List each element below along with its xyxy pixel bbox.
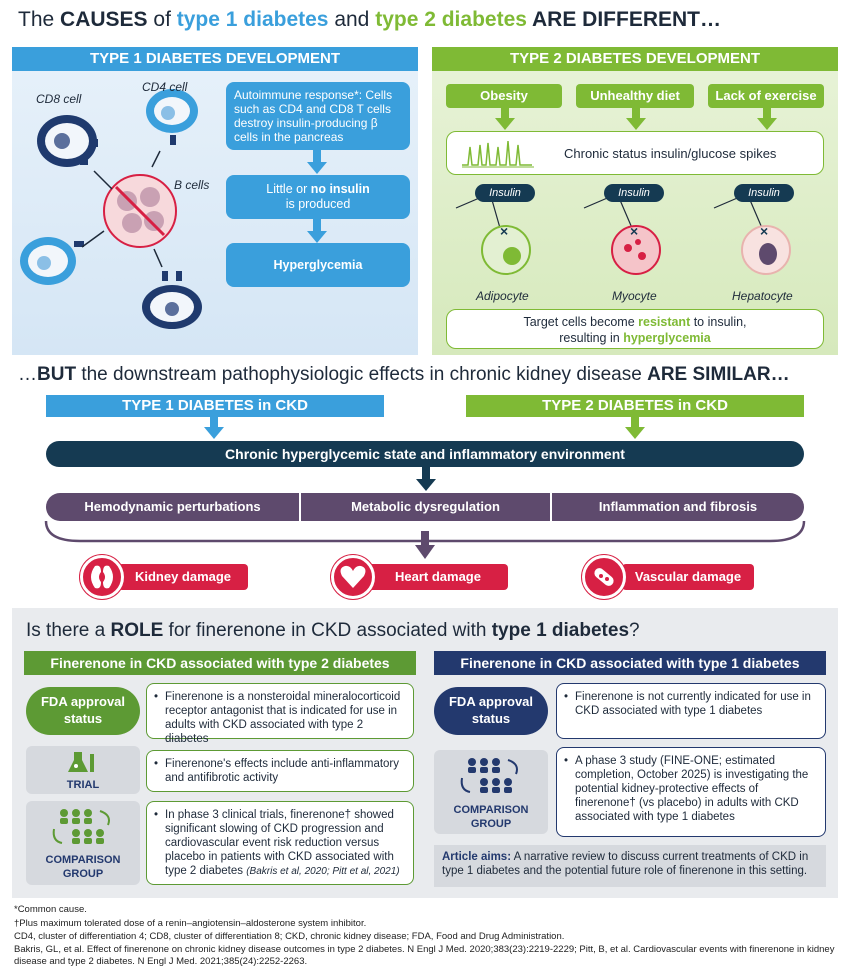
insulin-badge: Insulin: [475, 184, 535, 202]
kidney-icon: [80, 555, 124, 599]
type2-header: TYPE 2 DIABETES DEVELOPMENT: [432, 47, 838, 71]
arrow-down-icon: [625, 417, 645, 439]
adipocyte-label: Adipocyte: [476, 289, 529, 303]
bcells-label: B cells: [174, 178, 210, 192]
kidney-damage-label: Kidney damage: [118, 564, 248, 590]
blood-vessel-icon: [582, 555, 626, 599]
page-title: The CAUSES of type 1 diabetes and type 2…: [18, 8, 721, 31]
type1-cells-illustration: [20, 89, 202, 329]
cause-arrows: [495, 108, 777, 130]
t-cell-icon: [20, 237, 84, 285]
comparison-label: COMPARISON GROUP: [453, 804, 529, 830]
fda-status-pill: FDA approval status: [434, 687, 548, 735]
cd8-label: CD8 cell: [36, 92, 82, 106]
similar-heading: …BUT the downstream pathophysiologic eff…: [18, 364, 790, 385]
cause-diet: Unhealthy diet: [576, 84, 694, 108]
cd8-cell-icon: [37, 115, 98, 167]
type1-header: TYPE 1 DIABETES DEVELOPMENT: [12, 47, 418, 71]
t-cell-icon: [142, 271, 202, 329]
insulin-badge: Insulin: [604, 184, 664, 202]
trial-label: TRIAL: [66, 779, 100, 791]
svg-text:×: ×: [760, 223, 768, 239]
adipocyte-icon: ×: [481, 223, 531, 275]
cause-obesity: Obesity: [446, 84, 562, 108]
bracket-connector: [44, 521, 806, 559]
comparison-group-icon: [52, 809, 110, 844]
trials-card: •In phase 3 clinical trials, finerenone†…: [146, 801, 414, 885]
hepatocyte-label: Hepatocyte: [732, 289, 793, 303]
footnote: *Common cause.: [14, 904, 87, 915]
heart-damage-label: Heart damage: [368, 564, 508, 590]
mechanism-inflammation: Inflammation and fibrosis: [552, 493, 804, 521]
flask-icon: [68, 752, 94, 772]
fine-one-card: •A phase 3 study (FINE-ONE; estimated co…: [556, 747, 826, 837]
arrow-down-icon: [204, 417, 224, 439]
comparison-group-icon: [460, 758, 518, 793]
comparison-label: COMPARISON GROUP: [45, 854, 121, 880]
beta-cells-icon: [103, 174, 177, 248]
mechanism-hemodynamic: Hemodynamic perturbations: [46, 493, 299, 521]
myocyte-label: Myocyte: [612, 289, 657, 303]
cd4-cell-icon: [146, 89, 198, 145]
mechanism-metabolic: Metabolic dysregulation: [301, 493, 550, 521]
insulin-resistance-illustration: × × ×: [455, 195, 791, 275]
autoimmune-box: Autoimmune response*: Cells such as CD4 …: [226, 82, 410, 150]
heart-icon: [331, 555, 375, 599]
arrow-down-icon: [307, 150, 327, 174]
hyperglycemia-box: Hyperglycemia: [226, 243, 410, 287]
comparison-icon-box: [26, 801, 140, 885]
arrow-down-icon: [307, 219, 327, 243]
type2-finerenone-header: Finerenone in CKD associated with type 2…: [24, 651, 416, 675]
svg-text:×: ×: [630, 223, 638, 239]
article-aims: Article aims: A narrative review to disc…: [434, 845, 826, 887]
footnote: †Plus maximum tolerated dose of a renin–…: [14, 918, 367, 929]
role-question: Is there a ROLE for finerenone in CKD as…: [26, 620, 640, 641]
spike-chart-icon: [462, 140, 534, 168]
footnote: Bakris, GL, et al. Effect of finerenone …: [14, 944, 835, 967]
cause-exercise: Lack of exercise: [708, 84, 824, 108]
cd4-label: CD4 cell: [142, 80, 188, 94]
footnote: CD4, cluster of differentiation 4; CD8, …: [14, 931, 565, 942]
arrow-icon: [81, 150, 163, 268]
vascular-damage-label: Vascular damage: [622, 564, 754, 590]
spikes-label: Chronic status insulin/glucose spikes: [564, 146, 777, 161]
resistance-box: Target cells become resistant to insulin…: [446, 309, 824, 349]
effects-card: •Finerenone's effects include anti-infla…: [146, 750, 414, 792]
fda-status-card: •Finerenone is a nonsteroidal mineraloco…: [146, 683, 414, 745]
hepatocyte-icon: ×: [741, 223, 791, 275]
fda-status-pill: FDA approval status: [26, 687, 140, 735]
insulin-badge: Insulin: [734, 184, 794, 202]
type2-ckd-bar: TYPE 2 DIABETES in CKD: [466, 395, 804, 417]
type1-finerenone-header: Finerenone in CKD associated with type 1…: [434, 651, 826, 675]
svg-text:×: ×: [500, 223, 508, 239]
fda-status-card: •Finerenone is not currently indicated f…: [556, 683, 826, 739]
comparison-icon-box: [434, 750, 548, 834]
arrow-down-icon: [416, 467, 436, 491]
myocyte-icon: ×: [611, 223, 661, 275]
type1-ckd-bar: TYPE 1 DIABETES in CKD: [46, 395, 384, 417]
chronic-state-bar: Chronic hyperglycemic state and inflamma…: [46, 441, 804, 467]
